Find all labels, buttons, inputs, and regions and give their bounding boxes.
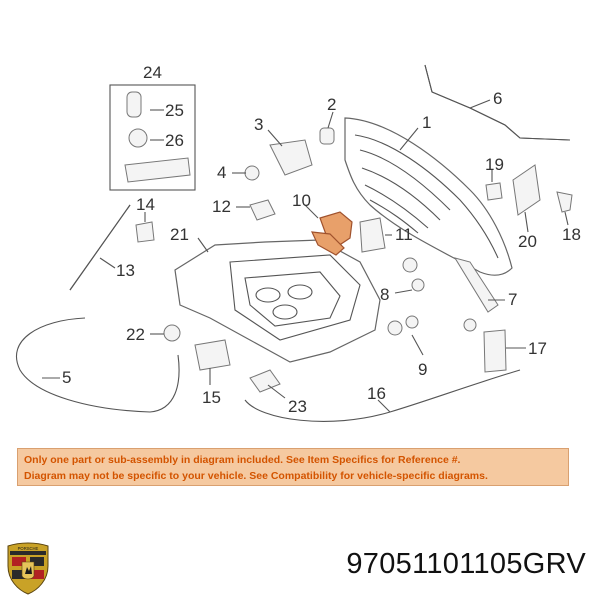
- callout-15: 15: [202, 388, 221, 407]
- callout-13: 13: [116, 261, 135, 280]
- callout-9: 9: [418, 360, 427, 379]
- callout-16: 16: [367, 384, 386, 403]
- fastener-part-19: [485, 182, 503, 201]
- logo-text: PORSCHE: [18, 546, 39, 551]
- callout-7: 7: [508, 290, 517, 309]
- bolt-part-8b: [411, 278, 425, 292]
- callout-17: 17: [528, 339, 547, 358]
- release-cable-part-5: [15, 317, 180, 413]
- callout-1: 1: [422, 113, 431, 132]
- striker-part-7: [453, 257, 499, 313]
- highlighted-part-10: [311, 211, 353, 256]
- callout-6: 6: [493, 89, 502, 108]
- callout-22: 22: [126, 325, 145, 344]
- callout-20: 20: [518, 232, 537, 251]
- nut-part-4: [244, 165, 260, 181]
- callout-19: 19: [485, 155, 504, 174]
- bumper-part-2: [319, 127, 335, 145]
- clip-part-14: [135, 221, 155, 243]
- bolt-part-9: [387, 320, 403, 336]
- bolt-part-9b: [405, 315, 419, 329]
- insulation-pad-part-21: [174, 239, 381, 363]
- callout-26: 26: [165, 131, 184, 150]
- callout-5: 5: [62, 368, 71, 387]
- bolt-part-12: [249, 199, 276, 221]
- bolt-part-8: [402, 257, 418, 273]
- grommet-part-22: [163, 324, 181, 342]
- callout-11: 11: [395, 225, 413, 244]
- pad-part-23: [249, 369, 281, 393]
- callout-4: 4: [217, 163, 226, 182]
- nut-part-9c: [463, 318, 477, 332]
- callout-8: 8: [380, 285, 389, 304]
- callout-21: 21: [170, 225, 189, 244]
- bracket-part-11: [359, 217, 386, 253]
- notice-line-1: Only one part or sub-assembly in diagram…: [24, 454, 461, 466]
- callout-12: 12: [212, 197, 231, 216]
- hood-part-1: [344, 117, 513, 276]
- callout-10: 10: [292, 191, 311, 210]
- callout-25: 25: [165, 101, 184, 120]
- bracket-part-20: [512, 164, 541, 216]
- callout-2: 2: [327, 95, 336, 114]
- porsche-crest-icon: PORSCHE: [7, 542, 49, 595]
- callout-24: 24: [143, 63, 162, 82]
- notice-line-2: Diagram may not be specific to your vehi…: [24, 470, 488, 482]
- lock-part-17: [483, 329, 507, 373]
- callout-23: 23: [288, 397, 307, 416]
- part-number: 97051101105GRV: [346, 548, 586, 580]
- kit-box-part-24: [109, 84, 196, 191]
- latch-part-15: [194, 339, 231, 371]
- callout-18: 18: [562, 225, 581, 244]
- clip-part-18: [556, 191, 573, 213]
- diagram-notice-banner: Only one part or sub-assembly in diagram…: [17, 448, 569, 486]
- callout-14: 14: [136, 195, 155, 214]
- callout-3: 3: [254, 115, 263, 134]
- hinge-part-3: [269, 139, 313, 176]
